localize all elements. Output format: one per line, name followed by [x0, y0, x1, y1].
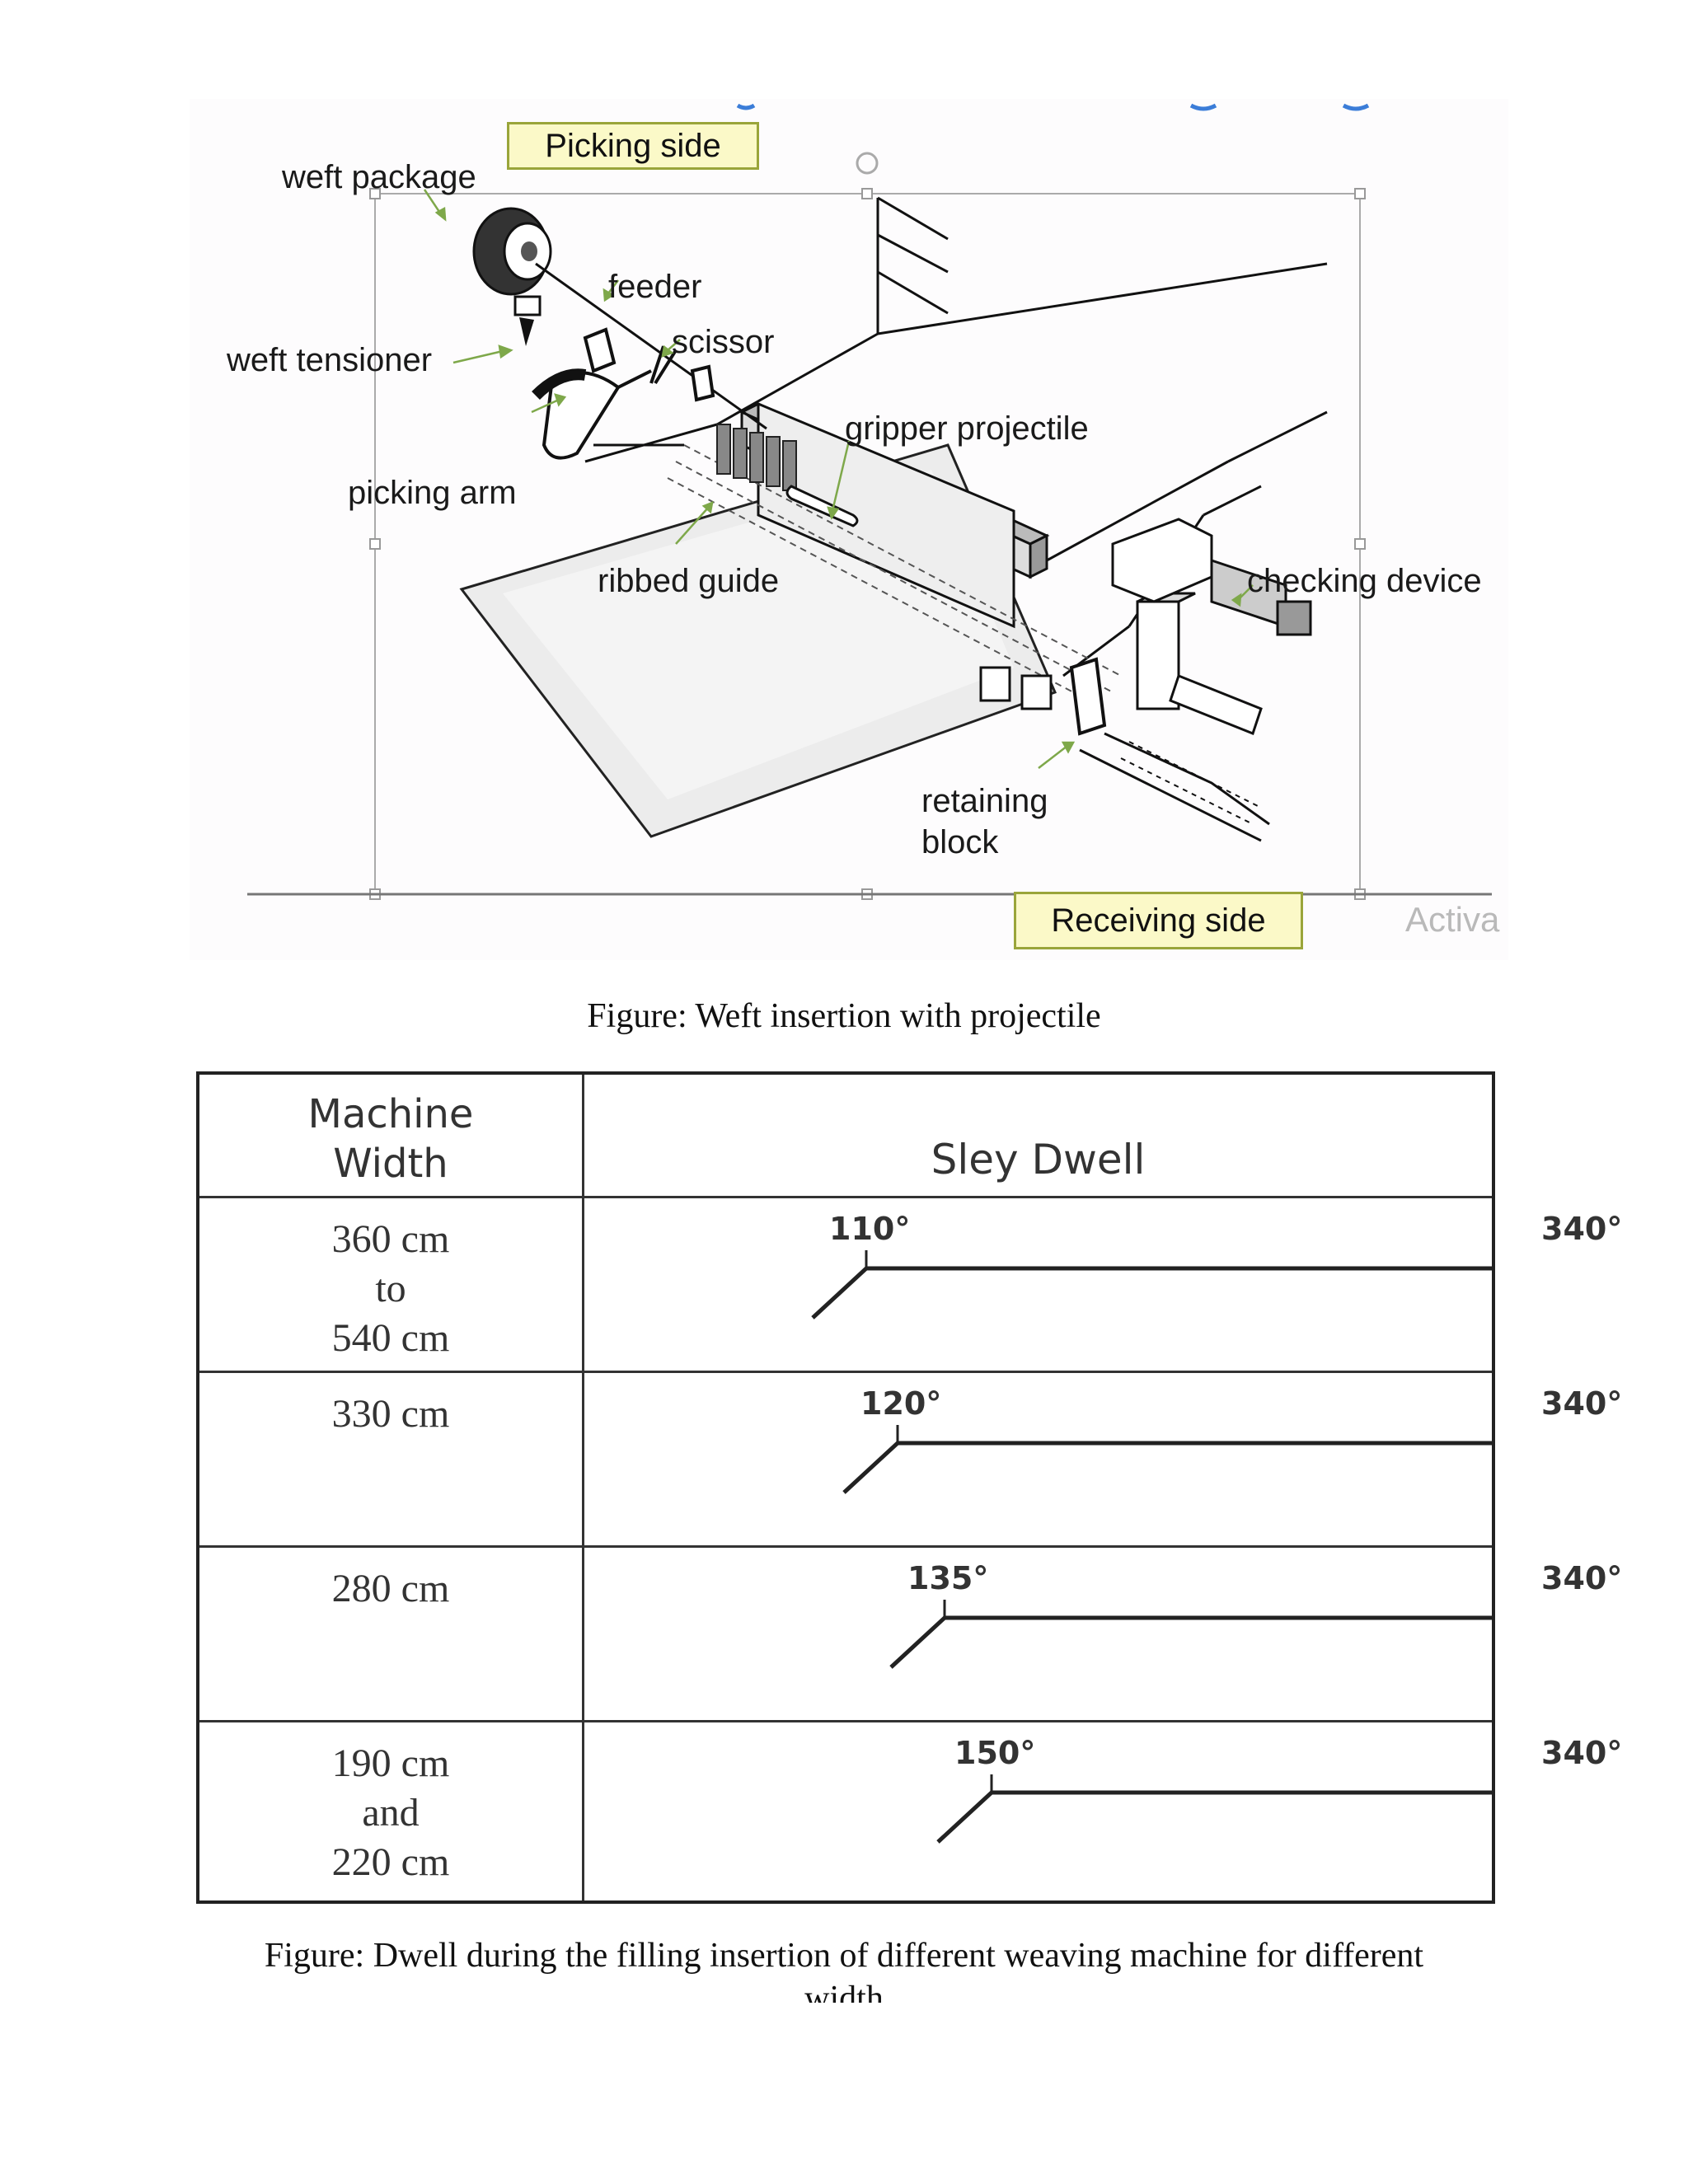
label-checking-device: checking device: [1247, 563, 1482, 599]
dwell-end-angle: 340°: [1541, 1211, 1623, 1247]
projectile-machine-drawing: [247, 103, 1492, 900]
width-text: 190 cm: [331, 1741, 450, 1785]
width-text: to: [375, 1267, 406, 1310]
label-picking-arm: picking arm: [348, 475, 517, 511]
machine-width-cell: 280 cm: [199, 1564, 582, 1614]
label-feeder: feeder: [608, 269, 702, 305]
header-machine-width-line2: Width: [333, 1141, 448, 1187]
label-retaining-block-line1: retaining: [921, 783, 1048, 819]
dwell-start-angle: 150°: [954, 1735, 1036, 1771]
header-machine-width: Machine Width: [199, 1090, 582, 1188]
header-sley-dwell: Sley Dwell: [931, 1136, 1146, 1183]
label-ribbed-guide: ribbed guide: [598, 563, 780, 599]
width-text: 540 cm: [331, 1316, 450, 1360]
dwell-start-angle: 120°: [860, 1385, 942, 1422]
label-weft-tensioner: weft tensioner: [227, 342, 433, 378]
machine-width-cell: 190 cm and 220 cm: [199, 1739, 582, 1887]
machine-width-cell: 330 cm: [199, 1390, 582, 1439]
table-row: 190 cm and 220 cm 150° 340°: [199, 1722, 1622, 1900]
dwell-diagram: [936, 1774, 1495, 1844]
picking-side-tag: Picking side: [507, 122, 759, 170]
width-text: 330 cm: [331, 1392, 450, 1436]
dwell-curve: [936, 1790, 1495, 1844]
figure1-caption: Figure: Weft insertion with projectile: [587, 997, 1101, 1035]
width-text: 280 cm: [331, 1567, 450, 1610]
dwell-end-angle: 340°: [1541, 1735, 1623, 1771]
table-caption-line1: Figure: Dwell during the filling inserti…: [264, 1937, 1424, 1975]
dwell-curve: [889, 1615, 1495, 1669]
header-machine-width-line1: Machine: [307, 1091, 474, 1137]
width-text: 360 cm: [331, 1217, 450, 1261]
sley-dwell-table: Machine Width Sley Dwell 360 cm to 540 c…: [196, 1071, 1622, 1904]
dwell-curve: [811, 1266, 1495, 1319]
width-text: 220 cm: [331, 1840, 450, 1884]
table-row: 280 cm 135° 340°: [199, 1548, 1622, 1722]
table-header-row: Machine Width Sley Dwell: [199, 1075, 1492, 1198]
label-gripper-projectile: gripper projectile: [845, 410, 1089, 447]
label-retaining-block-line2: block: [921, 824, 999, 860]
dwell-diagram: [889, 1600, 1495, 1669]
table-caption-line2: width: [804, 1981, 884, 2003]
dwell-start-angle: 135°: [907, 1560, 989, 1596]
dwell-diagram: [842, 1425, 1495, 1494]
dwell-diagram: [811, 1250, 1495, 1319]
activation-watermark: Activa: [1405, 900, 1500, 939]
dwell-end-angle: 340°: [1541, 1560, 1623, 1596]
receiving-side-tag: Receiving side: [1014, 892, 1303, 949]
dwell-start-angle: 110°: [829, 1211, 911, 1247]
table-row: 360 cm to 540 cm 110° 340°: [199, 1198, 1622, 1373]
machine-width-cell: 360 cm to 540 cm: [199, 1215, 582, 1363]
weft-insertion-figure: Picking side Receiving side weft package…: [190, 99, 1508, 960]
dwell-end-angle: 340°: [1541, 1385, 1623, 1422]
dwell-curve: [842, 1441, 1495, 1494]
label-scissor: scissor: [672, 324, 775, 360]
table-row: 330 cm 120° 340°: [199, 1373, 1622, 1548]
width-text: and: [362, 1791, 420, 1835]
label-weft-package: weft package: [282, 159, 476, 195]
